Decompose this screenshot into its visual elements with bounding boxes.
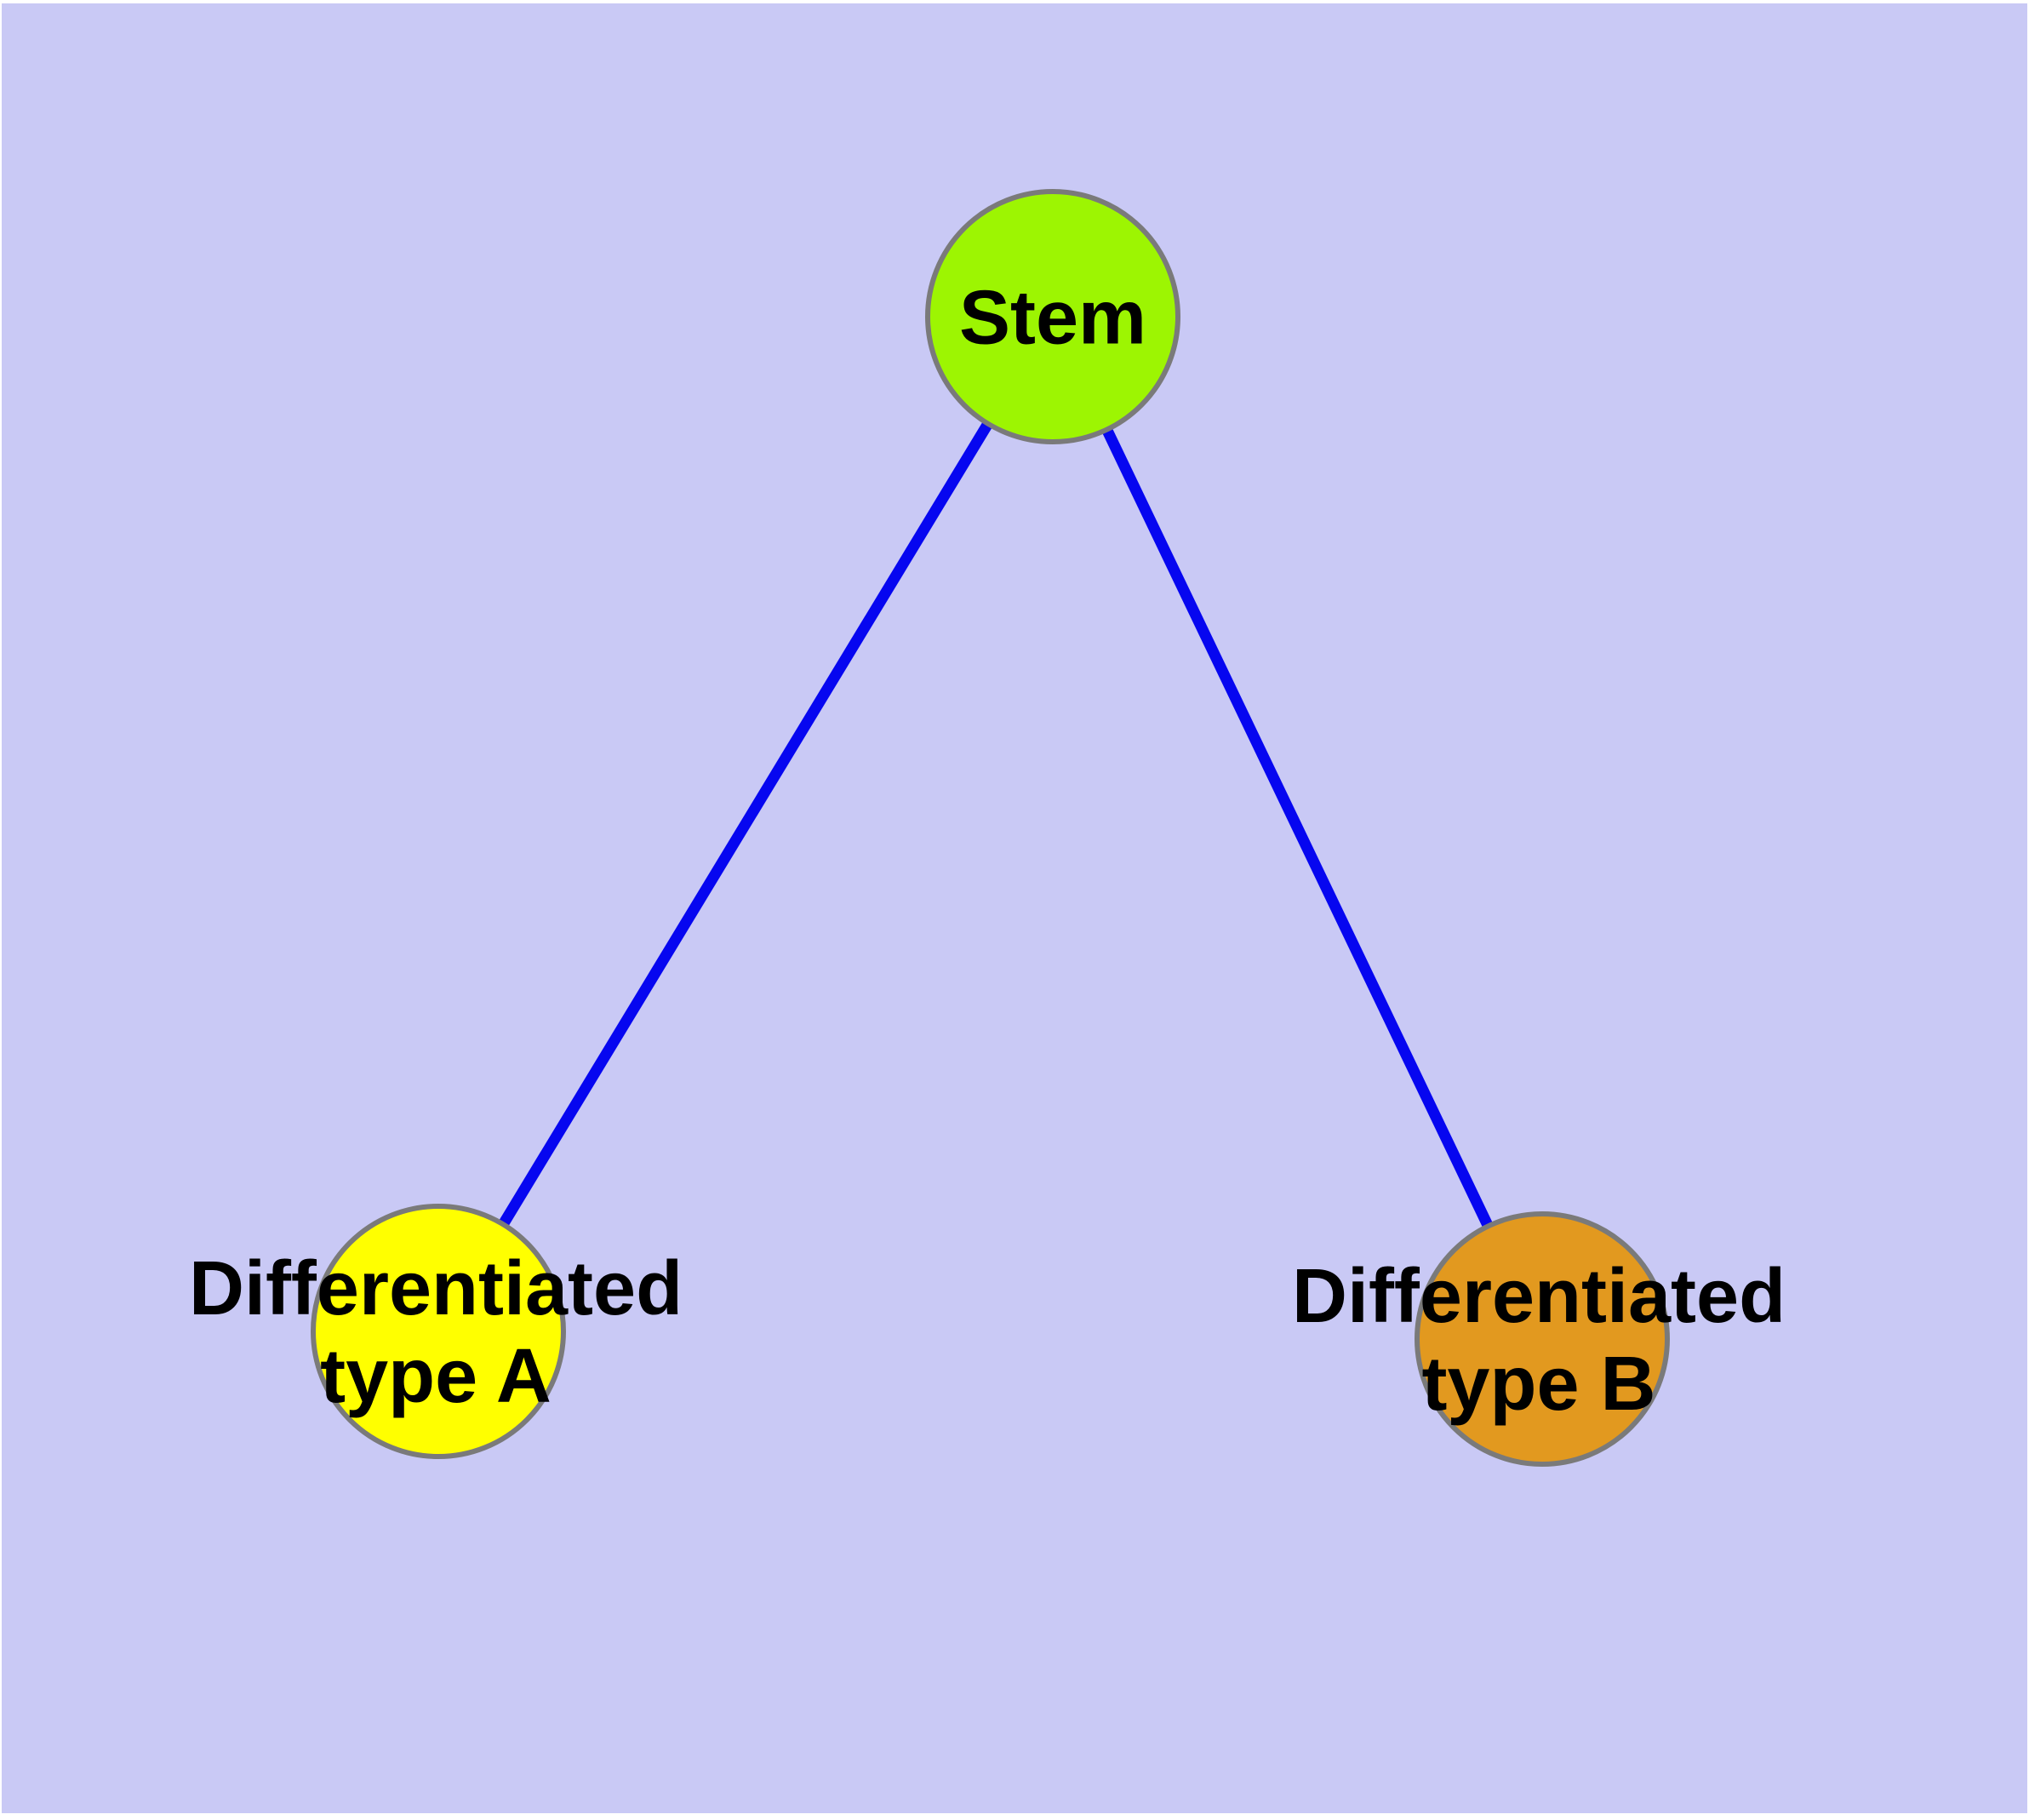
- node-differentiated-type-b-label: Differentiated type B: [1291, 1254, 1786, 1427]
- node-stem: [925, 189, 1180, 444]
- edge-stem-to-type-a: [433, 313, 1058, 1335]
- node-differentiated-type-a: [311, 1204, 566, 1459]
- edge-stem-to-type-b: [1048, 314, 1547, 1342]
- node-differentiated-type-a-label: Differentiated type A: [188, 1246, 683, 1419]
- node-stem-label: Stem: [958, 275, 1147, 361]
- node-differentiated-type-b: [1415, 1211, 1670, 1467]
